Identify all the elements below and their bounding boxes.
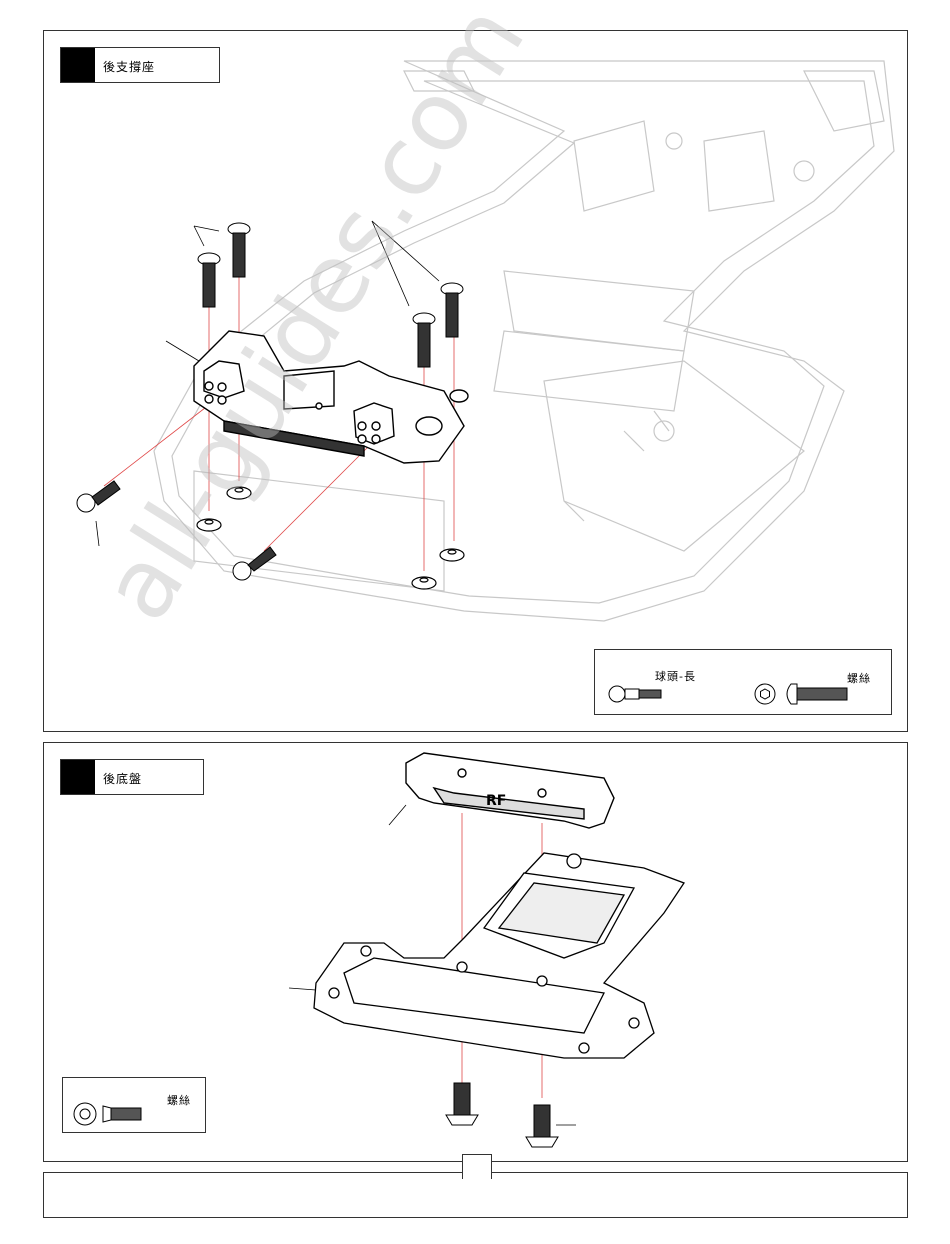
page-number-tab bbox=[462, 1154, 492, 1179]
ball-stud-icon bbox=[609, 686, 661, 702]
flat-head-screw-icon bbox=[103, 1106, 141, 1122]
button-head-screw-icon bbox=[787, 684, 847, 704]
rf-suspension-block bbox=[406, 753, 614, 828]
screw-label: 螺絲 bbox=[167, 1092, 191, 1108]
rear-mount-exploded-diagram bbox=[44, 31, 907, 731]
screw-label: 螺絲 bbox=[847, 670, 871, 686]
step-panel-rear-chassis: 後底盤 RF bbox=[43, 742, 908, 1162]
parts-legend: 球頭-長 螺絲 bbox=[594, 649, 892, 715]
rf-part-label: RF bbox=[486, 793, 506, 809]
flat-head-screw-icon bbox=[446, 1083, 558, 1147]
ball-stud-label: 球頭-長 bbox=[655, 668, 696, 684]
hex-socket-icon bbox=[74, 1103, 96, 1125]
rear-chassis-plate bbox=[314, 853, 684, 1058]
page-footer bbox=[43, 1172, 908, 1218]
hex-socket-icon bbox=[755, 684, 775, 704]
step-panel-rear-mount: 後支撐座 bbox=[43, 30, 908, 732]
parts-legend: 螺絲 bbox=[62, 1077, 206, 1133]
